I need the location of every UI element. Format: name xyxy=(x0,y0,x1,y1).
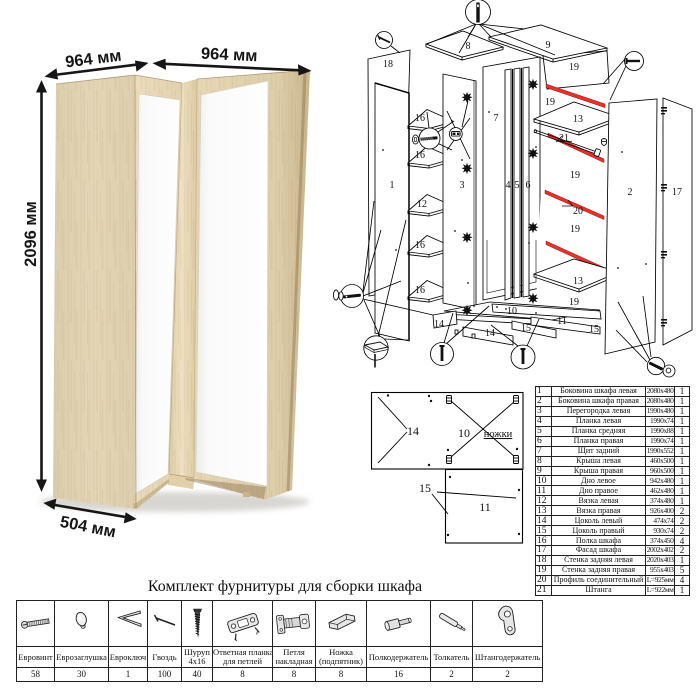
svg-text:14: 14 xyxy=(485,328,495,339)
svg-text:19: 19 xyxy=(569,62,579,73)
svg-text:9: 9 xyxy=(546,40,551,51)
svg-text:19: 19 xyxy=(570,224,580,235)
svg-text:11: 11 xyxy=(479,500,491,514)
svg-text:6: 6 xyxy=(526,180,531,191)
svg-text:16: 16 xyxy=(415,113,425,124)
svg-text:7: 7 xyxy=(494,113,499,124)
svg-text:15: 15 xyxy=(419,481,431,495)
svg-text:15: 15 xyxy=(589,324,599,335)
svg-text:1: 1 xyxy=(390,180,395,191)
svg-text:21: 21 xyxy=(559,133,569,144)
svg-text:19: 19 xyxy=(570,170,580,181)
svg-text:17: 17 xyxy=(672,187,682,198)
svg-text:14: 14 xyxy=(407,424,419,438)
svg-text:4: 4 xyxy=(506,180,511,191)
svg-text:ножки: ножки xyxy=(484,429,513,440)
svg-text:11: 11 xyxy=(557,316,567,327)
svg-text:18: 18 xyxy=(383,59,393,70)
svg-text:16: 16 xyxy=(415,240,425,251)
svg-text:13: 13 xyxy=(573,114,583,125)
svg-text:16: 16 xyxy=(415,285,425,296)
svg-text:13: 13 xyxy=(573,276,583,287)
svg-text:16: 16 xyxy=(415,150,425,161)
svg-text:3: 3 xyxy=(460,180,465,191)
svg-text:10: 10 xyxy=(458,426,470,440)
svg-text:2: 2 xyxy=(628,187,633,198)
svg-text:10: 10 xyxy=(507,306,517,317)
svg-text:8: 8 xyxy=(466,41,471,52)
svg-text:504 мм: 504 мм xyxy=(58,513,117,541)
svg-text:19: 19 xyxy=(545,97,555,108)
svg-text:19: 19 xyxy=(569,297,579,308)
svg-text:5: 5 xyxy=(515,180,520,191)
svg-text:15: 15 xyxy=(521,323,531,334)
svg-text:20: 20 xyxy=(573,206,583,217)
svg-text:12: 12 xyxy=(417,199,427,210)
svg-text:14: 14 xyxy=(434,319,444,330)
svg-text:2096 мм: 2096 мм xyxy=(22,201,40,267)
svg-text:964 мм: 964 мм xyxy=(201,45,258,66)
